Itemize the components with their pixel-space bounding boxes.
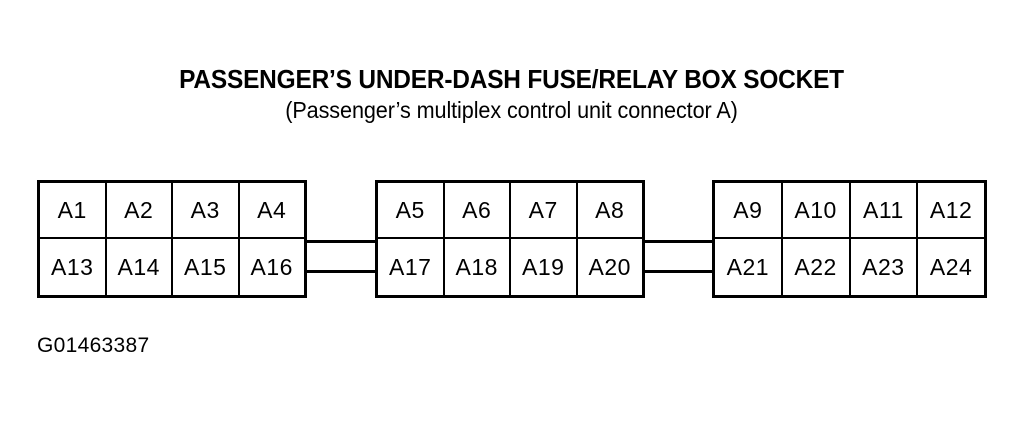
pin-cell[interactable]: A12 bbox=[929, 196, 973, 223]
pin-cell[interactable]: A14 bbox=[107, 239, 173, 295]
pin-row-bottom: A21 A22 A23 A24 bbox=[715, 239, 984, 295]
pin-cell[interactable]: A20 bbox=[588, 253, 631, 280]
pin-row-bottom: A17 A18 A19 A20 bbox=[378, 239, 642, 295]
pin-cell[interactable]: A8 bbox=[595, 196, 625, 223]
connector-block-2: A5 A6 A7 A8 A17 A18 A19 A20 bbox=[375, 180, 645, 298]
figure-caption: G01463387 bbox=[37, 334, 150, 357]
pin-row-top: A9 A10 A11 A12 bbox=[715, 183, 984, 239]
pin-cell[interactable]: A10 bbox=[783, 183, 851, 237]
pin-cell[interactable]: A1 bbox=[40, 183, 107, 237]
diagram-heading: PASSENGER’S UNDER-DASH FUSE/RELAY BOX SO… bbox=[0, 64, 1023, 124]
pin-cell[interactable]: A6 bbox=[445, 183, 511, 237]
pin-row-top: A1 A2 A3 A4 bbox=[40, 183, 304, 239]
pin-row-bottom: A13 A14 A15 A16 bbox=[40, 239, 304, 295]
pin-cell[interactable]: A23 bbox=[851, 239, 919, 295]
pin-cell[interactable]: A7 bbox=[511, 183, 578, 237]
pin-cell[interactable]: A18 bbox=[445, 239, 511, 295]
connector-block-1: A1 A2 A3 A4 A13 A14 A15 A16 bbox=[37, 180, 307, 298]
pin-cell[interactable]: A5 bbox=[378, 183, 445, 237]
pin-cell[interactable]: A3 bbox=[173, 183, 240, 237]
pin-cell[interactable]: A17 bbox=[378, 239, 445, 295]
pin-cell[interactable]: A22 bbox=[783, 239, 851, 295]
connector-block-3: A9 A10 A11 A12 A21 A22 A23 A24 bbox=[712, 180, 987, 298]
pin-cell[interactable]: A4 bbox=[257, 196, 287, 223]
pin-cell[interactable]: A19 bbox=[511, 239, 578, 295]
pin-cell[interactable]: A2 bbox=[107, 183, 173, 237]
block-bridge-1-2 bbox=[302, 240, 380, 273]
pin-cell[interactable]: A15 bbox=[173, 239, 240, 295]
page-title: PASSENGER’S UNDER-DASH FUSE/RELAY BOX SO… bbox=[179, 64, 844, 94]
pin-cell[interactable]: A13 bbox=[40, 239, 107, 295]
connector-diagram: A1 A2 A3 A4 A13 A14 A15 A16 A5 A6 A7 A8 … bbox=[37, 180, 987, 298]
pin-cell[interactable]: A24 bbox=[929, 253, 973, 280]
pin-cell[interactable]: A21 bbox=[715, 239, 783, 295]
pin-row-top: A5 A6 A7 A8 bbox=[378, 183, 642, 239]
pin-cell[interactable]: A11 bbox=[851, 183, 919, 237]
block-bridge-2-3 bbox=[640, 240, 717, 273]
pin-cell[interactable]: A9 bbox=[715, 183, 783, 237]
page-subtitle: (Passenger’s multiplex control unit conn… bbox=[285, 97, 738, 123]
pin-cell[interactable]: A16 bbox=[250, 253, 293, 280]
